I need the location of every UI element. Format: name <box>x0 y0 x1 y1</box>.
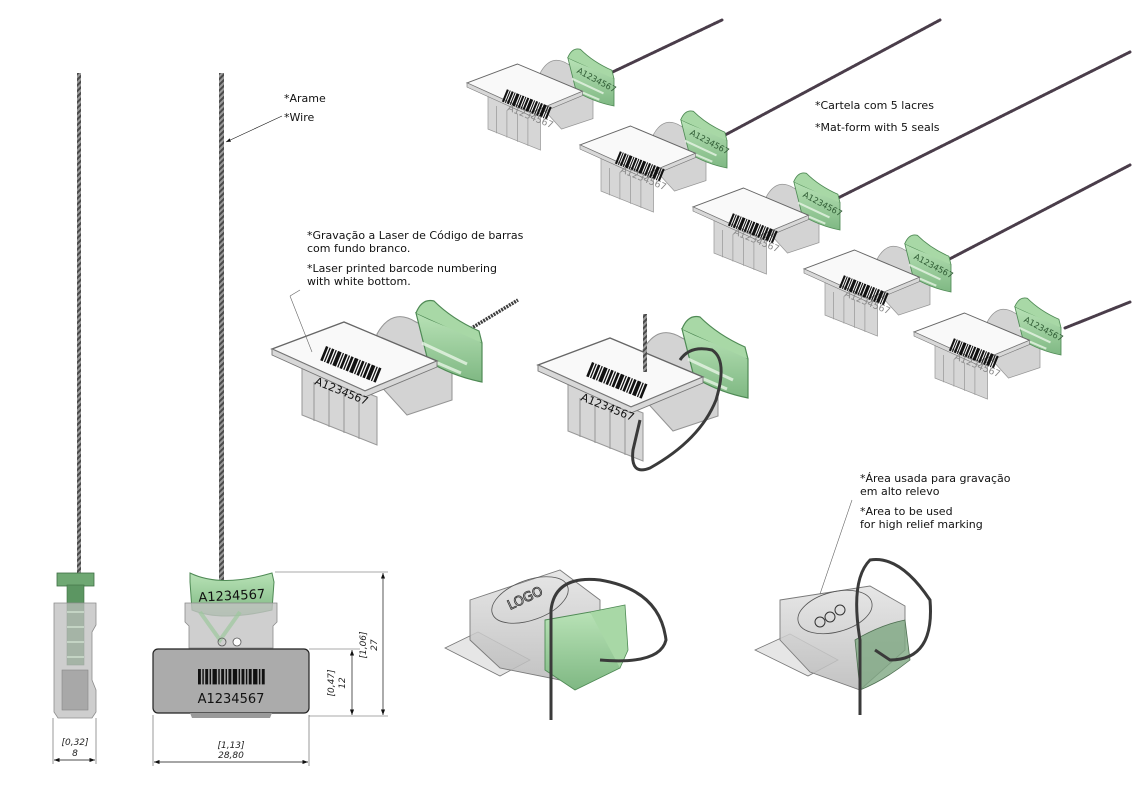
note-laser: *Gravação a Laser de Código de barras co… <box>307 229 523 288</box>
wire-hole-front <box>232 637 242 647</box>
note-mat-form-en: *Mat-form with 5 seals <box>815 121 940 134</box>
wire-loop-back-1 <box>549 577 668 720</box>
mat-seal-2: A1234567 A1234567 <box>578 109 731 214</box>
dim-label-height-mm: 12 <box>338 677 348 689</box>
mat-seal-3: A1234567 A1234567 <box>691 171 844 276</box>
wire-loop-closed <box>631 347 723 472</box>
green-cap-side <box>56 572 95 587</box>
dim-side-width-inch: [0,32] <box>61 738 89 748</box>
relief-leader-line <box>819 499 853 595</box>
note-relief-en-1: *Area to be used <box>860 505 953 518</box>
note-relief-pt-2: em alto relevo <box>860 485 940 498</box>
dim-front-width-mm: 28,80 <box>218 751 244 761</box>
front-view: A1234567 A1234567 [1,13] 28,80 [0,47] 12… <box>152 73 388 766</box>
mat-form-wires <box>598 18 1132 330</box>
dim-side-width-mm: 8 <box>72 749 78 759</box>
dim-total-height-inch: [1,06] <box>359 631 369 659</box>
note-laser-en-1: *Laser printed barcode numbering <box>307 262 497 275</box>
note-wire: *Arame *Wire <box>284 92 326 124</box>
note-laser-pt-1: *Gravação a Laser de Código de barras <box>307 229 524 242</box>
note-relief-en-2: for high relief marking <box>860 518 983 531</box>
iso-seal-back-2 <box>754 499 932 715</box>
mat-seal-4: A1234567 A1234567 <box>802 233 955 338</box>
dim-total-height-mm: 27 <box>370 639 380 651</box>
cap-code-front: A1234567 <box>198 587 265 605</box>
wire-leader-line <box>225 115 283 143</box>
iso-seal-closed: A1234567 <box>536 314 750 472</box>
note-wire-en: *Wire <box>284 111 315 124</box>
wire-front-view <box>219 73 224 593</box>
wire-loop-back-2 <box>855 558 932 715</box>
dim-front-width-inch: [1,13] <box>217 741 245 751</box>
mat-seal-5: A1234567 A1234567 <box>912 296 1065 401</box>
iso-seal-open: A1234567 <box>270 289 519 447</box>
dim-label-height-inch: [0,47] <box>327 669 337 697</box>
note-laser-pt-2: com fundo branco. <box>307 242 411 255</box>
note-mat-form: *Cartela com 5 lacres *Mat-form with 5 s… <box>815 99 940 134</box>
mat-form-strip: A1234567 A1234567 A1234567 A1234567 A123… <box>465 18 1132 401</box>
side-view: [0,32] 8 <box>52 73 97 764</box>
note-relief: *Área usada para gravação em alto relevo… <box>860 472 1010 531</box>
label-code-front: A1234567 <box>198 692 265 707</box>
note-wire-pt: *Arame <box>284 92 326 105</box>
wire-side-view <box>77 73 81 583</box>
mat-seal-1: A1234567 A1234567 <box>465 47 618 152</box>
note-laser-en-2: with white bottom. <box>307 275 411 288</box>
note-relief-pt-1: *Área usada para gravação <box>860 472 1011 485</box>
laser-leader-line <box>289 295 313 353</box>
iso-seal-back-1: LOGO <box>444 569 668 720</box>
note-mat-form-pt: *Cartela com 5 lacres <box>815 99 934 112</box>
